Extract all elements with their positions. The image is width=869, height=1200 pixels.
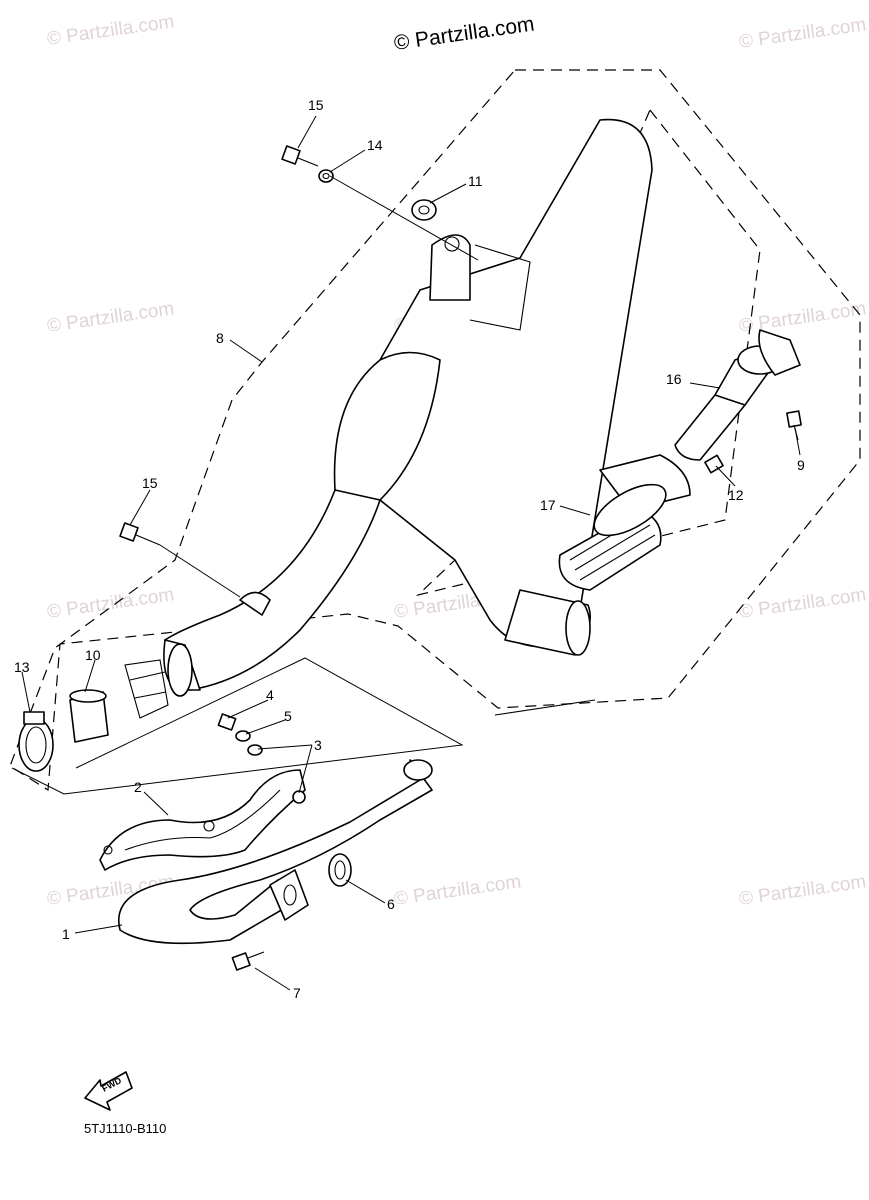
callout-5: 5 — [284, 708, 292, 724]
grommet-11 — [411, 199, 437, 221]
callout-12: 12 — [728, 487, 744, 503]
callout-2: 2 — [134, 779, 142, 795]
screw-4 — [217, 713, 237, 731]
gasket-6 — [328, 853, 352, 887]
watermark-text: © Partzilla.com — [738, 584, 868, 623]
forward-arrow-icon: FWD — [84, 1071, 133, 1111]
callout-labels: 15 14 11 8 16 9 15 12 17 10 13 4 5 3 2 6… — [14, 97, 805, 1001]
callout-16: 16 — [666, 371, 682, 387]
callout-4: 4 — [266, 687, 274, 703]
heat-protector — [99, 769, 306, 871]
watermark-text: © Partzilla.com — [393, 871, 523, 910]
callout-14: 14 — [367, 137, 383, 153]
callout-3: 3 — [314, 737, 322, 753]
bolt-7 — [231, 951, 265, 971]
watermark-text: © Partzilla.com — [46, 298, 176, 337]
washer-3b — [292, 790, 306, 804]
washer-5 — [235, 730, 251, 742]
callout-13: 13 — [14, 659, 30, 675]
leader-lines — [21, 115, 801, 991]
diagram-code: 5TJ1110-B110 — [84, 1121, 166, 1136]
washer-3a — [247, 744, 263, 756]
exhaust-pipe-boundary — [11, 657, 464, 795]
watermark-text: © Partzilla.com — [46, 584, 176, 623]
callout-17: 17 — [540, 497, 556, 513]
copyright-text: © Partzilla.com — [392, 12, 535, 54]
clamp-13 — [18, 711, 54, 772]
watermark-text: © Partzilla.com — [738, 14, 868, 53]
callout-8: 8 — [216, 330, 224, 346]
bolt-15-upper — [281, 145, 319, 167]
joint-gasket-10 — [69, 689, 109, 743]
bolt-9 — [786, 410, 802, 441]
watermark-text: © Partzilla.com — [738, 871, 868, 910]
exhaust-pipe — [118, 759, 433, 945]
spark-arrestor-screen — [558, 483, 667, 591]
watermark-text: © Partzilla.com — [46, 11, 176, 50]
callout-6: 6 — [387, 896, 395, 912]
watermark-text: © Partzilla.com — [738, 298, 868, 337]
callout-1: 1 — [62, 926, 70, 942]
callout-15-lower: 15 — [142, 475, 158, 491]
bolt-15-lower — [119, 522, 161, 546]
callout-9: 9 — [797, 457, 805, 473]
bolt-12 — [704, 454, 724, 474]
callout-11: 11 — [468, 173, 483, 189]
tail-pipe-insert — [674, 329, 801, 461]
callout-15-upper: 15 — [308, 97, 324, 113]
callout-7: 7 — [293, 985, 301, 1001]
washer-14 — [318, 169, 334, 183]
muffler — [124, 118, 653, 719]
callout-10: 10 — [85, 647, 101, 663]
